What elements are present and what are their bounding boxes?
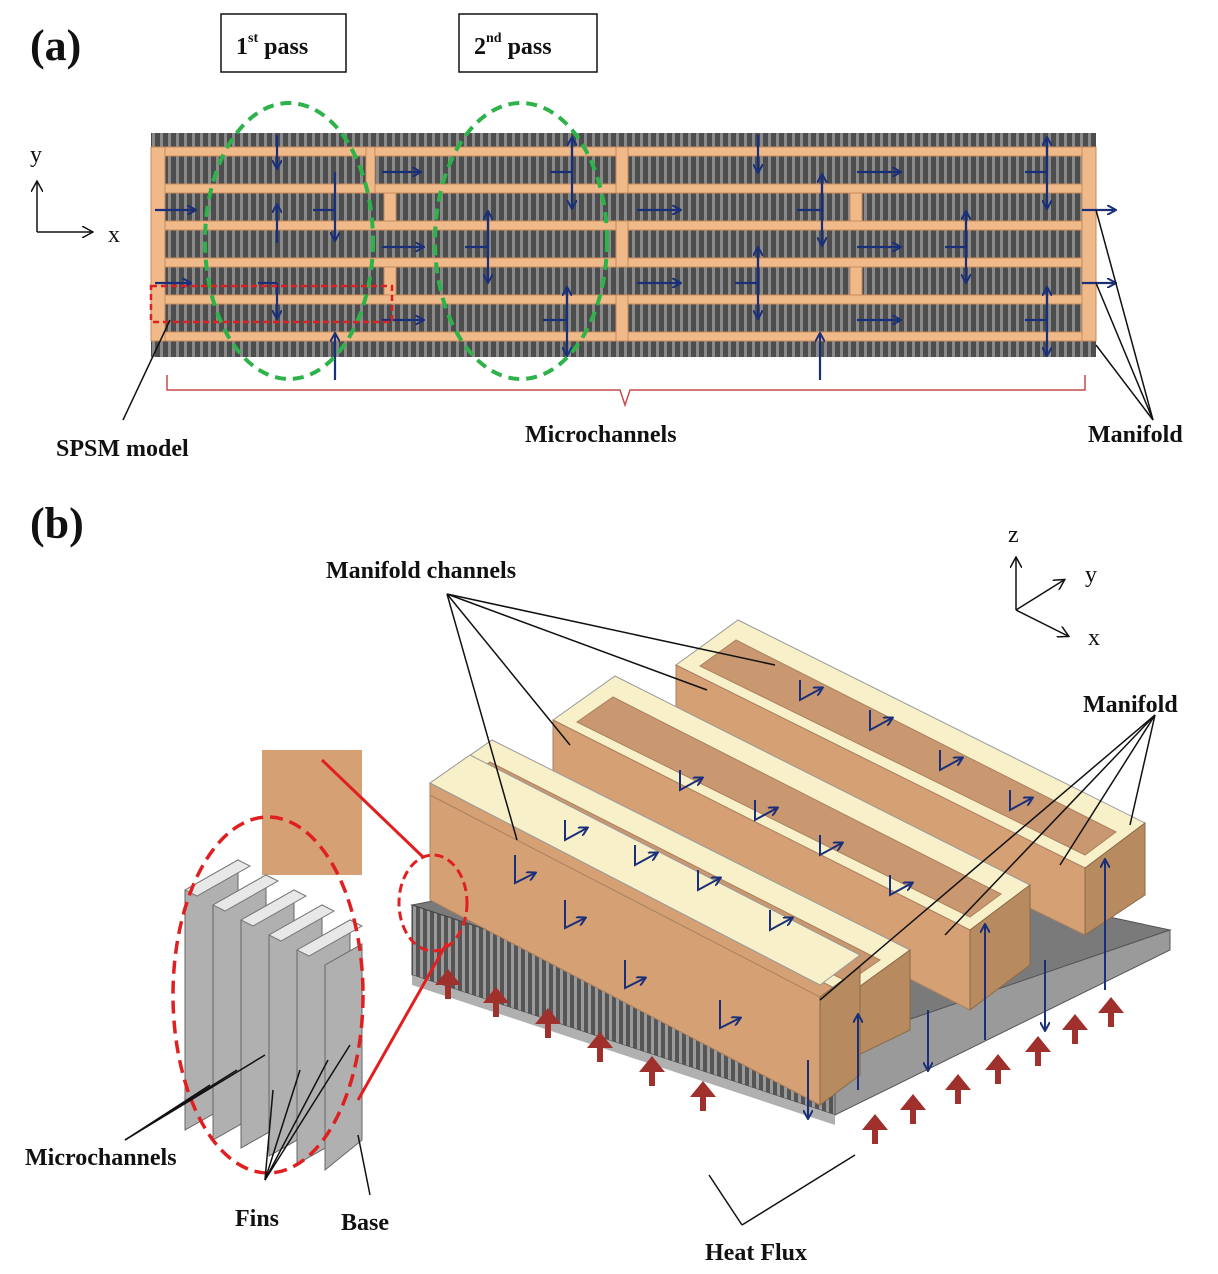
second-pass-box: 2nd pass [458, 13, 598, 73]
axis-b-x: x [1088, 625, 1100, 651]
zoom-line-top [320, 758, 425, 859]
svg-text:2nd pass: 2nd pass [474, 31, 552, 60]
base-label: Base [341, 1210, 389, 1236]
manifold-label-a: Manifold [1088, 422, 1183, 448]
second-pass-number: 2 [474, 34, 486, 60]
second-pass-text: pass [502, 34, 552, 60]
top-view-plate [150, 133, 1097, 357]
axis-b-y: y [1085, 562, 1097, 588]
leaders-b [124, 593, 1156, 1226]
microchannels-label-a: Microchannels [525, 422, 677, 448]
manifold-top-view [150, 146, 1097, 342]
heat-flux-arrows [435, 969, 1124, 1144]
heat-flux-label: Heat Flux [705, 1240, 807, 1266]
inset-ellipse [171, 815, 365, 1175]
zoom-line-bottom [356, 942, 449, 1101]
flow-arrows-a [155, 135, 1115, 380]
axes-b: z y x [1008, 522, 1100, 651]
first-pass-text: pass [258, 34, 308, 60]
panel-a-label: (a) [30, 21, 81, 70]
second-pass-suffix: nd [486, 31, 502, 46]
panel-b-label: (b) [30, 499, 84, 548]
svg-text:1st pass: 1st pass [236, 31, 308, 60]
axis-a-x: x [108, 222, 120, 248]
axis-a-y: y [30, 142, 42, 168]
flow-arrows-b [514, 680, 1105, 1118]
microchannels-label-b: Microchannels [25, 1145, 177, 1171]
second-pass-ellipse [433, 101, 609, 381]
manifold-channels-label: Manifold channels [326, 558, 516, 584]
microchannels-brace [166, 375, 1086, 408]
spsm-highlight [149, 284, 394, 324]
first-pass-number: 1 [236, 34, 248, 60]
zoom-ellipse [397, 853, 469, 953]
first-pass-suffix: st [248, 31, 258, 46]
spsm-model-label: SPSM model [56, 436, 189, 462]
fins-label: Fins [235, 1206, 279, 1232]
axes-a: y x [30, 142, 120, 248]
first-pass-box: 1st pass [220, 13, 347, 73]
inset-detail [183, 750, 364, 1172]
leaders-a [122, 209, 1154, 421]
axis-b-z: z [1008, 522, 1019, 548]
first-pass-ellipse [203, 101, 375, 381]
manifold-label-b: Manifold [1083, 692, 1178, 718]
